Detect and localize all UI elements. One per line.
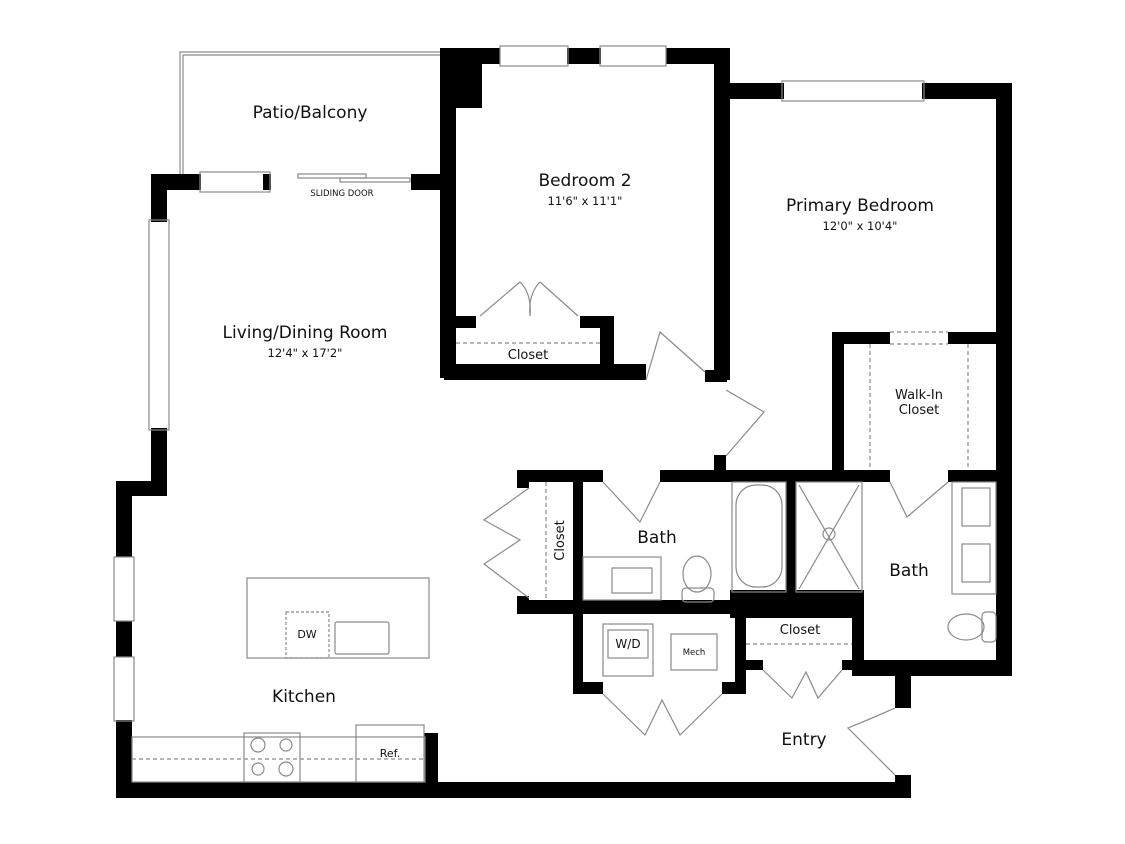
dishwasher-label: DW — [297, 628, 317, 641]
room-label-kitchen: Kitchen — [272, 687, 336, 707]
room-name: Living/Dining Room — [222, 323, 388, 343]
room-name: Primary Bedroom — [786, 196, 934, 216]
room-name: Patio/Balcony — [252, 103, 368, 123]
sliding-door-label: SLIDING DOOR — [310, 189, 374, 199]
refrigerator-label: Ref. — [379, 747, 401, 760]
mechanical-label: Mech — [682, 648, 706, 658]
washer-dryer-label: W/D — [615, 637, 641, 651]
room-label-primary-bath: Bath — [889, 561, 929, 581]
fixtures-and-windows — [113, 45, 997, 783]
room-label-entry: Entry — [781, 730, 827, 750]
room-label-bedroom2-closet: Closet — [507, 348, 549, 363]
room-label-living-dining: Living/Dining Room 12'4" x 17'2" — [222, 323, 388, 360]
room-label-bedroom-2: Bedroom 2 11'6" x 11'1" — [538, 171, 632, 208]
room-label-entry-closet: Closet — [779, 623, 821, 638]
room-label-primary-bedroom: Primary Bedroom 12'0" x 10'4" — [786, 196, 934, 233]
room-label-hall-closet: Closet — [552, 520, 568, 561]
room-dimensions: 12'4" x 17'2" — [267, 345, 343, 360]
room-name: Bedroom 2 — [538, 171, 632, 191]
room-label-hall-bath: Bath — [637, 528, 677, 548]
room-dimensions: 11'6" x 11'1" — [547, 193, 623, 208]
walls — [116, 48, 1012, 798]
room-label-patio: Patio/Balcony — [252, 103, 368, 124]
room-label-walk-in-closet: Walk-In Closet — [895, 388, 943, 419]
room-name-line1: Walk-In — [895, 388, 943, 403]
room-name-line2: Closet — [898, 402, 940, 418]
room-dimensions: 12'0" x 10'4" — [822, 218, 898, 233]
